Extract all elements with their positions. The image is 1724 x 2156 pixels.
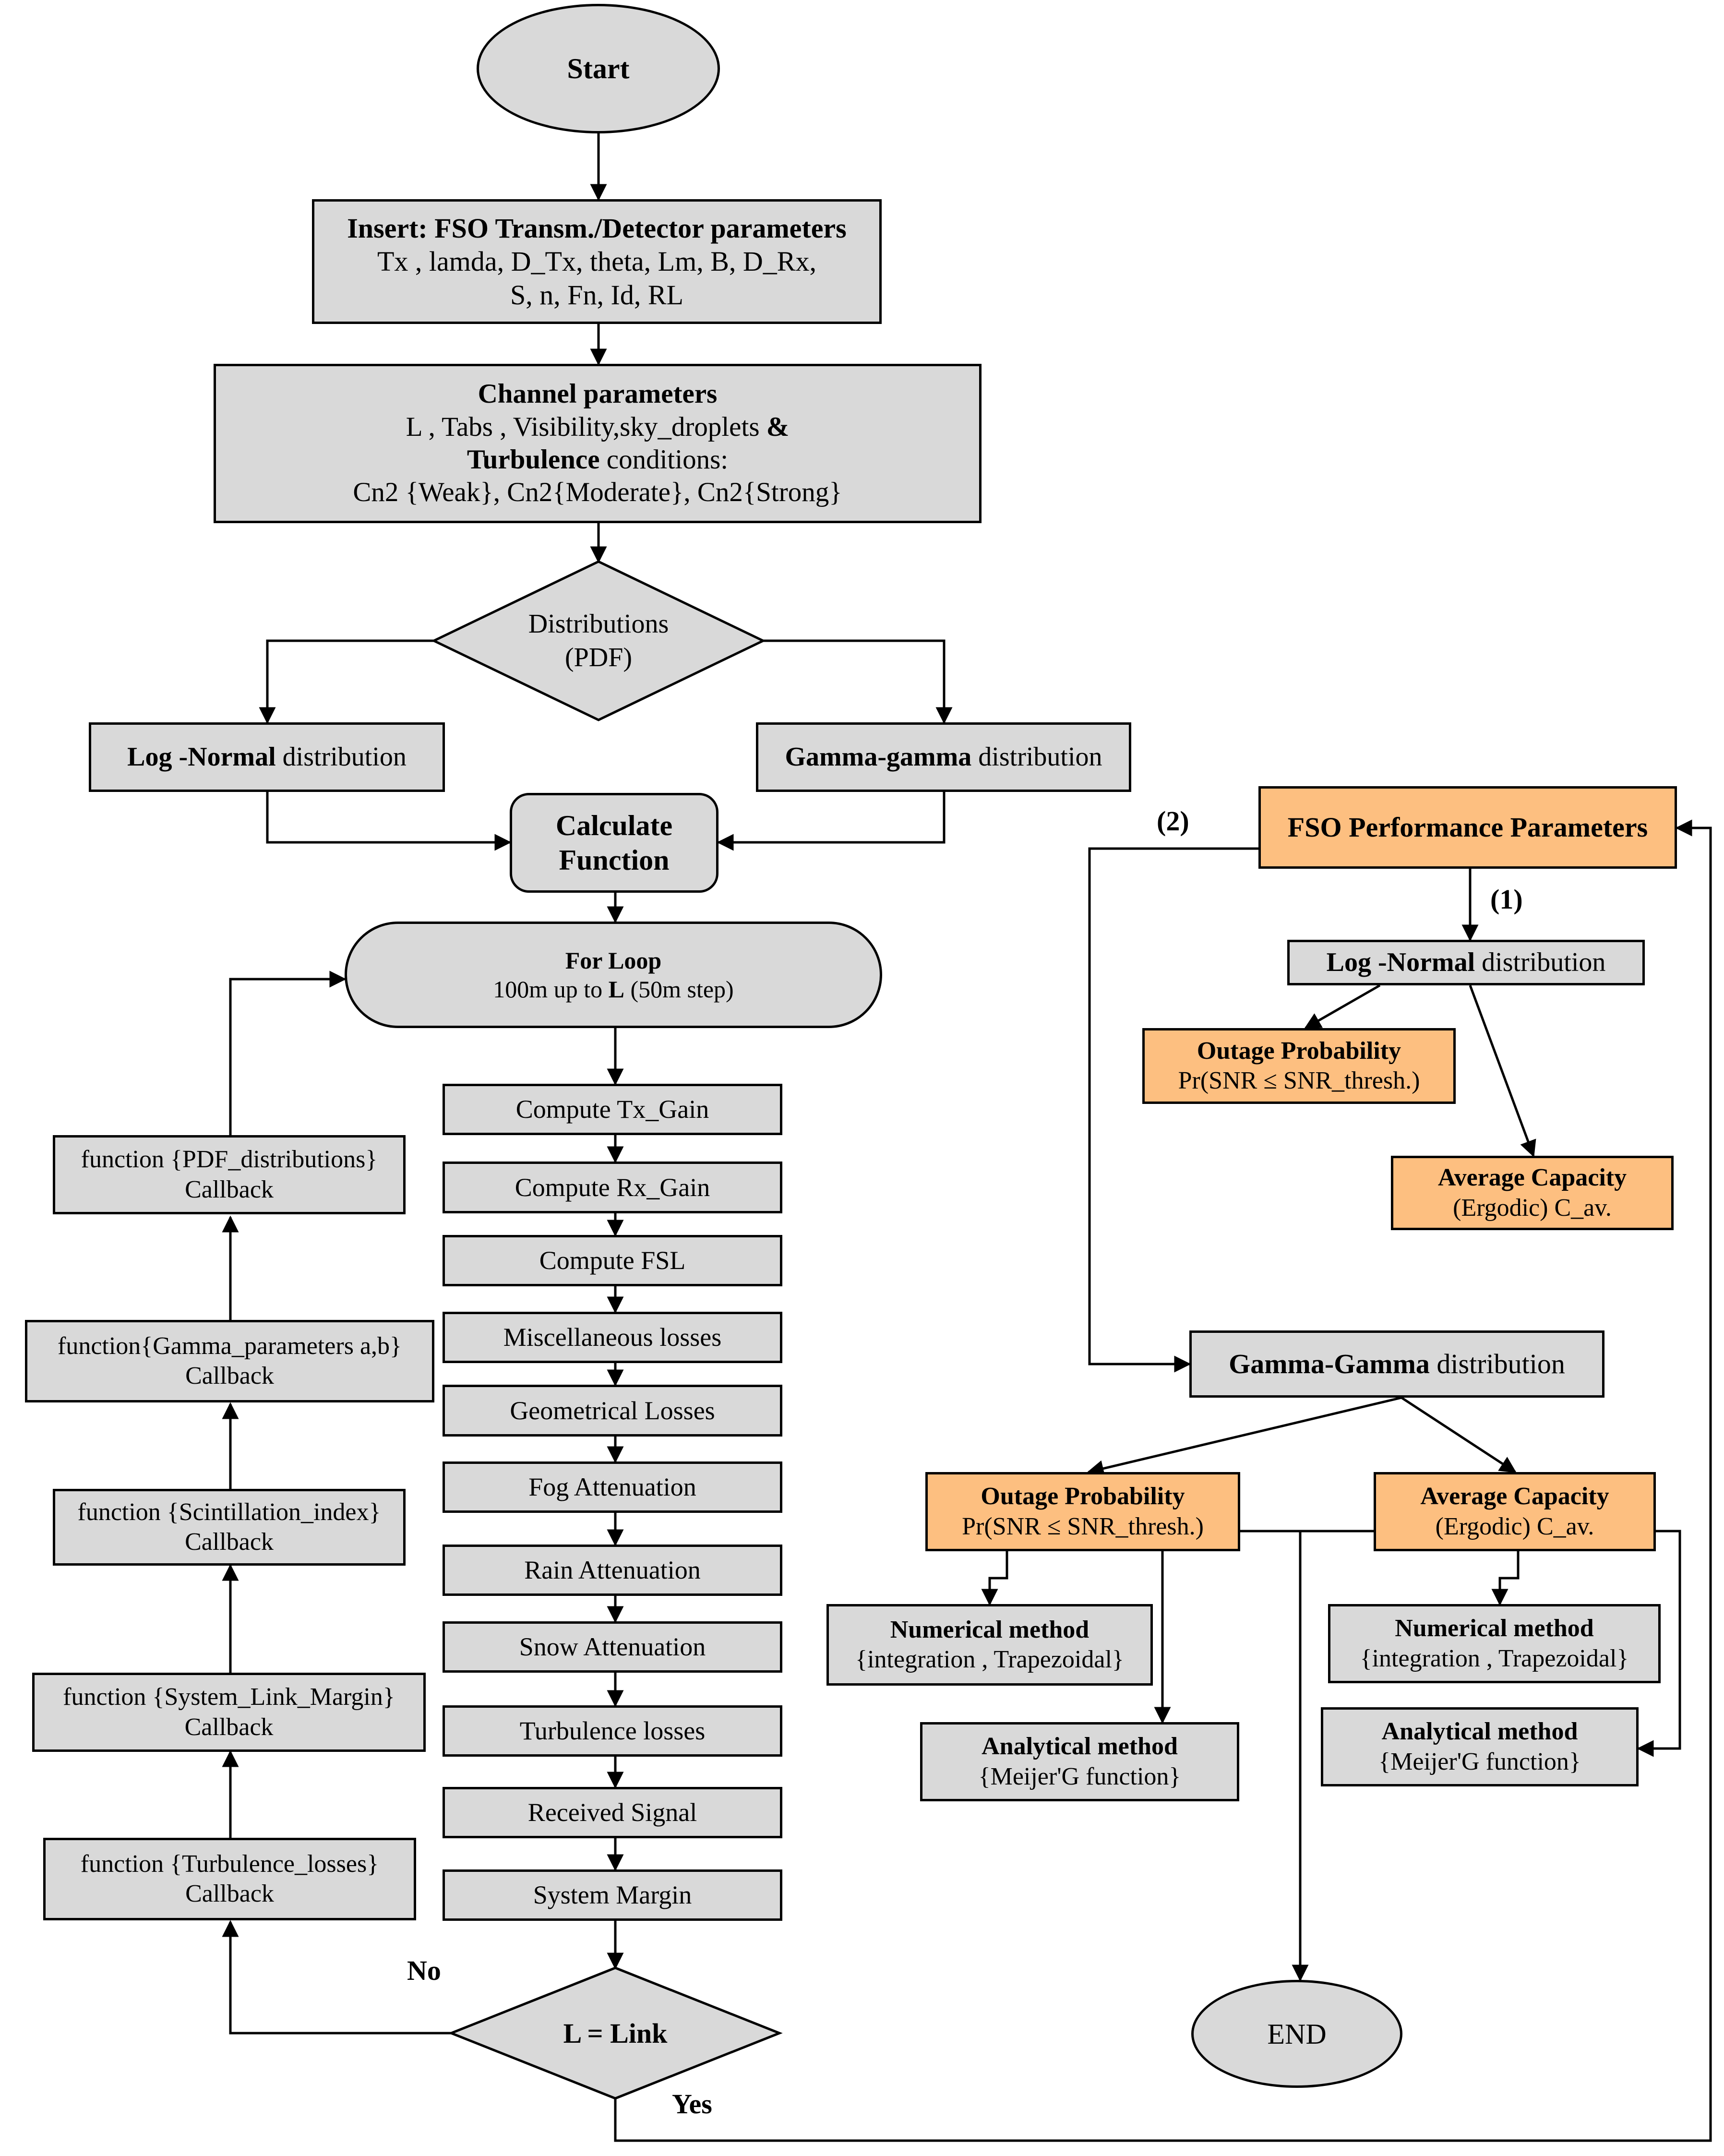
numerical-method-box-1: Numerical method{integration , Trapezoid… <box>826 1604 1153 1686</box>
step-compute-fsl: Compute FSL <box>443 1235 782 1286</box>
step-system-margin: System Margin <box>443 1869 782 1921</box>
channel-line-3: Turbulence conditions: <box>467 444 729 475</box>
insert-parameters-box: Insert: FSO Transm./Detector parameters … <box>312 199 882 324</box>
insert-title: Insert: FSO Transm./Detector parameters <box>347 212 847 244</box>
yes-label: Yes <box>672 2088 712 2120</box>
insert-line-2: Tx , lamda, D_Tx, theta, Lm, B, D_Rx, <box>377 246 816 277</box>
gamma-gamma-distribution-box: Gamma-gamma distribution <box>756 722 1131 792</box>
step-compute-rx-gain: Compute Rx_Gain <box>443 1162 782 1213</box>
right-lognormal-distribution-box: Log -Normal distribution <box>1287 940 1645 985</box>
step-geometrical-losses: Geometrical Losses <box>443 1385 782 1437</box>
callback-gamma-parameters: function{Gamma_parameters a,b}Callback <box>25 1320 434 1402</box>
right-gamma-gamma-distribution-box: Gamma-Gamma distribution <box>1189 1330 1604 1398</box>
distributions-diamond <box>431 560 766 721</box>
gamma-average-capacity-box: Average Capacity(Ergodic) C_av. <box>1374 1472 1656 1551</box>
link-decision: L = Link <box>518 2011 712 2055</box>
fso-performance-parameters-box: FSO Performance Parameters <box>1258 786 1677 869</box>
end-label: END <box>1267 2018 1327 2050</box>
channel-line-4: Cn2 {Weak}, Cn2{Moderate}, Cn2{Strong} <box>353 477 842 508</box>
no-label: No <box>407 1955 441 1986</box>
for-loop-box: For Loop 100m up to L (50m step) <box>345 922 882 1028</box>
calculate-function-box: Calculate Function <box>510 793 718 893</box>
step-snow-attenuation: Snow Attenuation <box>443 1621 782 1673</box>
channel-line-2: L , Tabs , Visibility,sky_droplets & <box>406 411 790 442</box>
analytical-method-box-1: Analytical method{Meijer'G function} <box>920 1722 1239 1801</box>
decision-label: L = Link <box>563 2017 668 2049</box>
callback-turbulence-losses: function {Turbulence_losses}Callback <box>43 1838 416 1920</box>
step-turbulence-losses: Turbulence losses <box>443 1705 782 1757</box>
lognormal-average-capacity-box: Average Capacity(Ergodic) C_av. <box>1391 1156 1674 1230</box>
lognormal-distribution-box: Log -Normal distribution <box>89 722 445 792</box>
path-label-2: (2) <box>1157 805 1189 837</box>
channel-title: Channel parameters <box>478 379 718 409</box>
callback-pdf-distributions: function {PDF_distributions}Callback <box>53 1135 406 1214</box>
start-terminal: Start <box>477 4 720 133</box>
step-received-signal: Received Signal <box>443 1787 782 1838</box>
distributions-pdf-label: (PDF) <box>564 643 633 672</box>
step-compute-tx-gain: Compute Tx_Gain <box>443 1084 782 1135</box>
callback-system-link-margin: function {System_Link_Margin}Callback <box>32 1673 426 1752</box>
insert-line-3: S, n, Fn, Id, RL <box>510 279 683 311</box>
distributions-decision: Distributions (PDF) <box>480 600 717 682</box>
channel-parameters-box: Channel parameters L , Tabs , Visibility… <box>214 364 982 523</box>
callback-scintillation-index: function {Scintillation_index}Callback <box>53 1489 406 1566</box>
step-rain-attenuation: Rain Attenuation <box>443 1545 782 1596</box>
step-miscellaneous-losses: Miscellaneous losses <box>443 1312 782 1363</box>
analytical-method-box-2: Analytical method{Meijer'G function} <box>1321 1707 1639 1786</box>
path-label-1: (1) <box>1490 884 1523 915</box>
end-terminal: END <box>1191 1980 1402 2088</box>
distributions-label: Distributions <box>528 609 669 639</box>
step-fog-attenuation: Fog Attenuation <box>443 1461 782 1513</box>
numerical-method-box-2: Numerical method{integration , Trapezoid… <box>1328 1604 1661 1683</box>
start-label: Start <box>567 53 630 84</box>
